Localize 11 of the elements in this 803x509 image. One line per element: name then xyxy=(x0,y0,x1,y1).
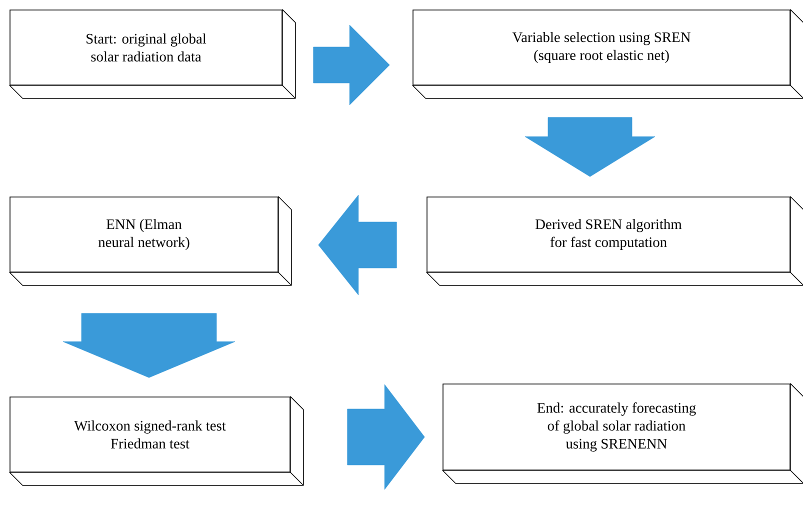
block-arrow xyxy=(313,24,390,106)
block-arrow xyxy=(62,313,236,378)
block-arrow xyxy=(347,384,425,490)
box-3d: Start: original global solar radiation data xyxy=(9,9,296,99)
block-arrow xyxy=(524,117,656,177)
box-3d: Derived SREN algorithm for fast computation xyxy=(426,196,803,286)
box-3d: Wilcoxon signed-rank test Friedman test xyxy=(9,396,304,486)
box-3d: End: accurately forecasting of global solar radiation using SRENENN xyxy=(442,383,803,484)
box-3d: ENN (Elman neural network) xyxy=(9,196,292,286)
block-arrow xyxy=(318,194,397,296)
box-3d: Variable selection using SREN (square root elastic net) xyxy=(412,9,803,99)
